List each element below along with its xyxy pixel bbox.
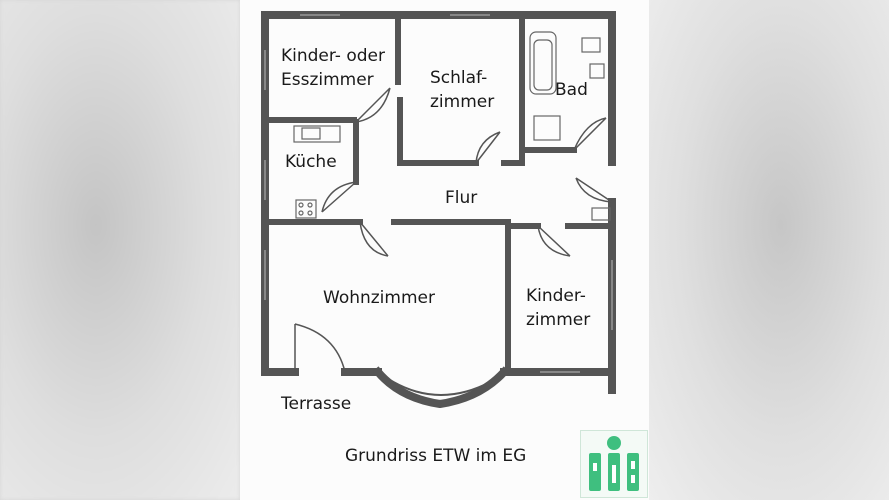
outer-wall <box>261 11 616 166</box>
room-label-schlafzimmer: Schlaf- zimmer <box>430 66 494 114</box>
room-label-kueche: Küche <box>285 152 337 172</box>
bay-window-wall <box>372 366 510 409</box>
door-swing <box>537 225 571 257</box>
door-swing <box>355 87 391 123</box>
plan-caption: Grundriss ETW im EG <box>345 446 527 466</box>
door-swing <box>294 323 346 373</box>
room-label-line: Kinder- oder <box>281 46 385 66</box>
door-swing <box>573 117 607 151</box>
room-label-flur: Flur <box>445 188 478 208</box>
washbasin <box>589 63 605 79</box>
floor-plan-sheet <box>240 0 649 500</box>
utility-box <box>591 207 611 221</box>
stove <box>295 199 317 219</box>
kitchen-counter <box>293 125 341 143</box>
room-label-line: Kinder- <box>526 286 586 306</box>
room-label-line: zimmer <box>430 92 495 112</box>
room-label-kinder-ess: Kinder- oder Esszimmer <box>281 44 385 92</box>
sink <box>301 127 321 140</box>
door-swing <box>475 131 501 164</box>
bay-window-glass <box>388 378 496 396</box>
room-label-terrasse: Terrasse <box>281 394 352 414</box>
door-swing <box>575 177 613 203</box>
room-label-kinderzimmer: Kinder- zimmer <box>526 284 590 332</box>
blurred-background-left <box>0 0 240 500</box>
bathtub <box>529 31 557 95</box>
toilet <box>581 37 601 53</box>
hib-logo-icon <box>580 430 648 498</box>
outer-wall <box>261 11 299 376</box>
room-label-bad: Bad <box>555 80 588 100</box>
bathtub <box>533 39 553 91</box>
door-swing <box>321 181 357 213</box>
door-swing <box>359 221 389 257</box>
blurred-background-right <box>649 0 889 500</box>
room-label-wohnzimmer: Wohnzimmer <box>323 288 435 308</box>
room-label-line: Schlaf- <box>430 68 488 88</box>
room-label-line: zimmer <box>526 310 591 330</box>
room-label-line: Esszimmer <box>281 70 374 90</box>
shower-tray <box>533 115 561 141</box>
